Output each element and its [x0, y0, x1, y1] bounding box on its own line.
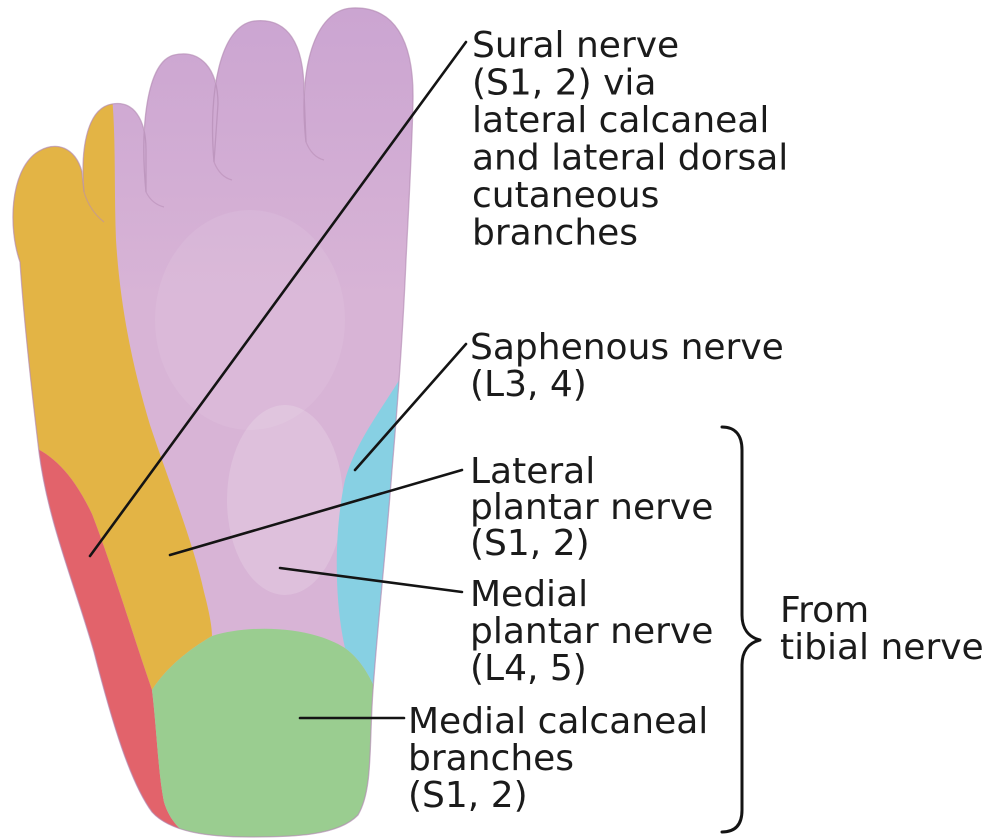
medial-calcaneal-label-line: (S1, 2) — [408, 775, 528, 816]
medial-calcaneal-area — [152, 629, 430, 838]
medial-calcaneal-label-line: branches — [408, 738, 574, 779]
sural-nerve-label: Sural nerve (S1, 2) via lateral calcanea… — [472, 25, 788, 254]
medial-plantar-nerve-label-line: plantar nerve — [470, 611, 713, 652]
sural-nerve-label-line: and lateral dorsal — [472, 138, 788, 179]
lateral-plantar-nerve-label-line: (S1, 2) — [470, 523, 590, 564]
tibial-nerve-group-label: From tibial nerve — [780, 590, 984, 668]
tibial-group-label-line: From — [780, 590, 869, 631]
sural-nerve-label-line: (S1, 2) via — [472, 63, 656, 104]
sural-nerve-label-line: cutaneous — [472, 175, 659, 216]
saphenous-nerve-label-line: (L3, 4) — [470, 364, 587, 405]
medial-plantar-nerve-label-line: (L4, 5) — [470, 648, 587, 689]
tibial-group-label-line: tibial nerve — [780, 627, 984, 668]
lateral-plantar-nerve-label: Lateral plantar nerve (S1, 2) — [470, 451, 713, 564]
lateral-plantar-nerve-label-line: plantar nerve — [470, 487, 713, 528]
sural-nerve-label-line: Sural nerve — [472, 25, 679, 66]
lateral-plantar-nerve-label-line: Lateral — [470, 451, 595, 492]
sural-nerve-label-line: branches — [472, 213, 638, 254]
sole-highlight — [227, 405, 343, 595]
tibial-nerve-brace — [722, 427, 760, 832]
medial-plantar-nerve-label: Medial plantar nerve (L4, 5) — [470, 574, 713, 689]
medial-calcaneal-branches-label: Medial calcaneal branches (S1, 2) — [408, 701, 708, 816]
saphenous-nerve-label-line: Saphenous nerve — [470, 327, 784, 368]
sural-nerve-label-line: lateral calcaneal — [472, 100, 769, 141]
medial-plantar-nerve-label-line: Medial — [470, 574, 588, 615]
foot-sole — [0, 0, 430, 838]
saphenous-nerve-label: Saphenous nerve (L3, 4) — [470, 327, 784, 405]
medial-calcaneal-label-line: Medial calcaneal — [408, 701, 708, 742]
sole-highlight — [155, 210, 345, 430]
